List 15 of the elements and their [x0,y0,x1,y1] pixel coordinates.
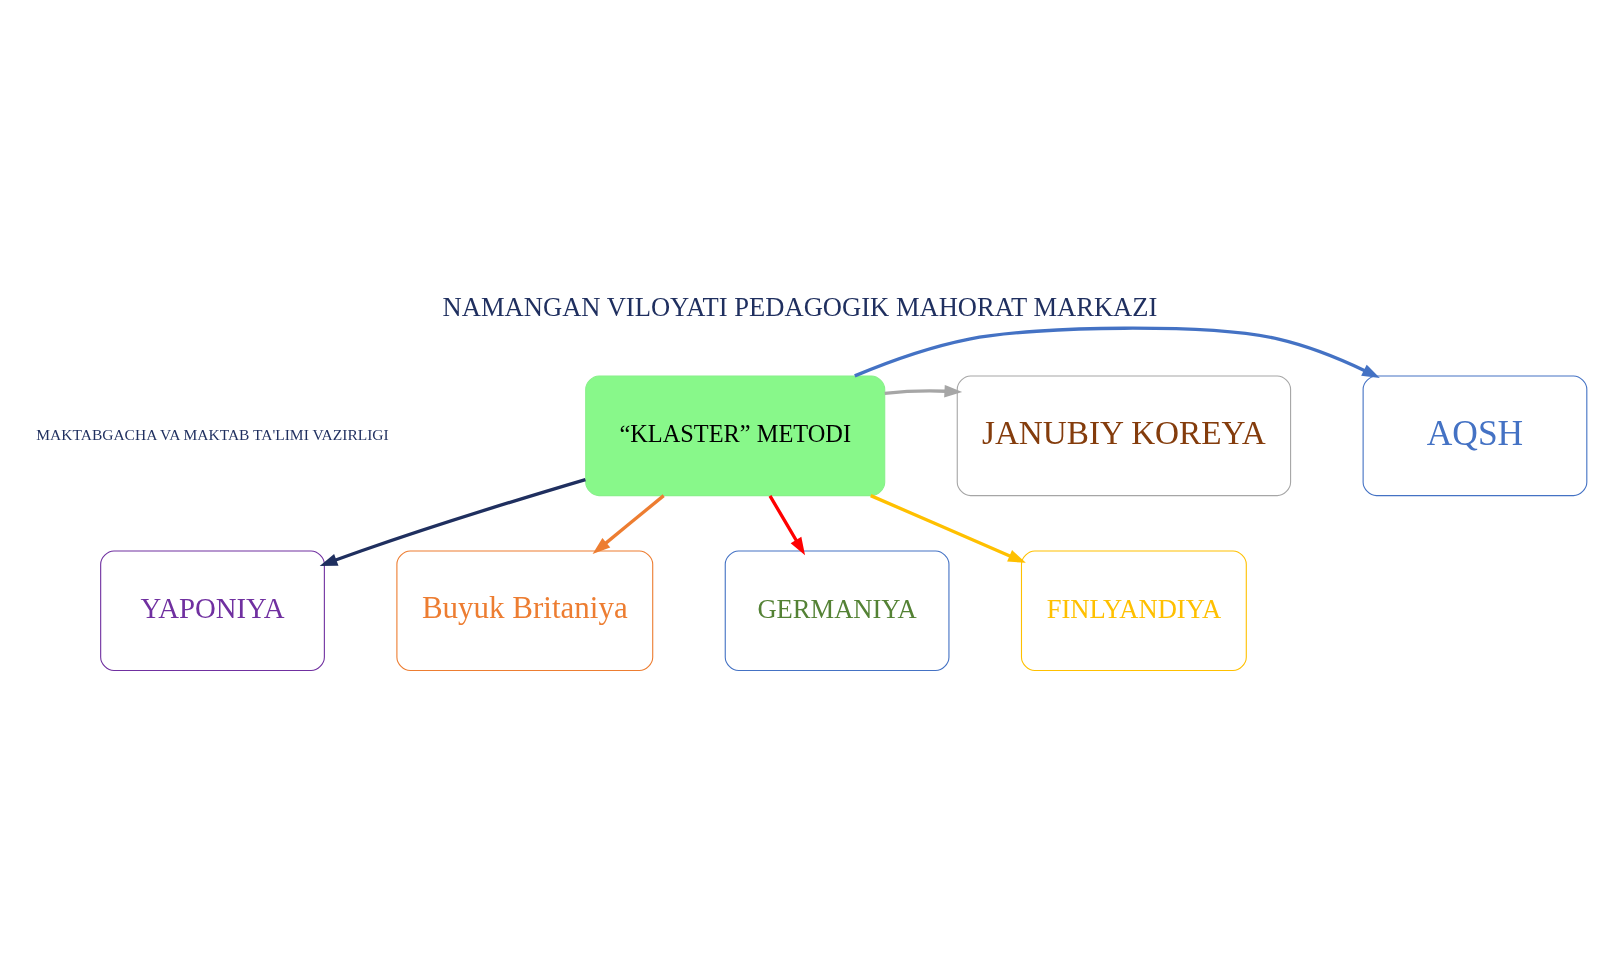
node-box: YAPONIYA [100,549,325,671]
node-box: Buyuk Britaniya [396,549,654,671]
arrow [870,493,1026,563]
arrow [854,326,1380,378]
label: MAKTABGACHA VA MAKTAB TA'LIMI VAZIRLIGI [36,425,389,443]
arrow [884,384,963,397]
node-box: FINLYANDIYA [1020,549,1247,671]
node-box: AQSH [1362,374,1588,496]
node-box: “KLASTER” METODI [585,374,886,496]
node-box: GERMANIYA [724,549,950,671]
arrow [592,493,665,554]
diagram-title: NAMANGAN VILOYATI PEDAGOGIK MAHORAT MARKAZI [442,291,1158,322]
node-box: JANUBIY KOREYA [956,374,1292,496]
arrow [768,494,806,555]
arrow [319,477,586,566]
